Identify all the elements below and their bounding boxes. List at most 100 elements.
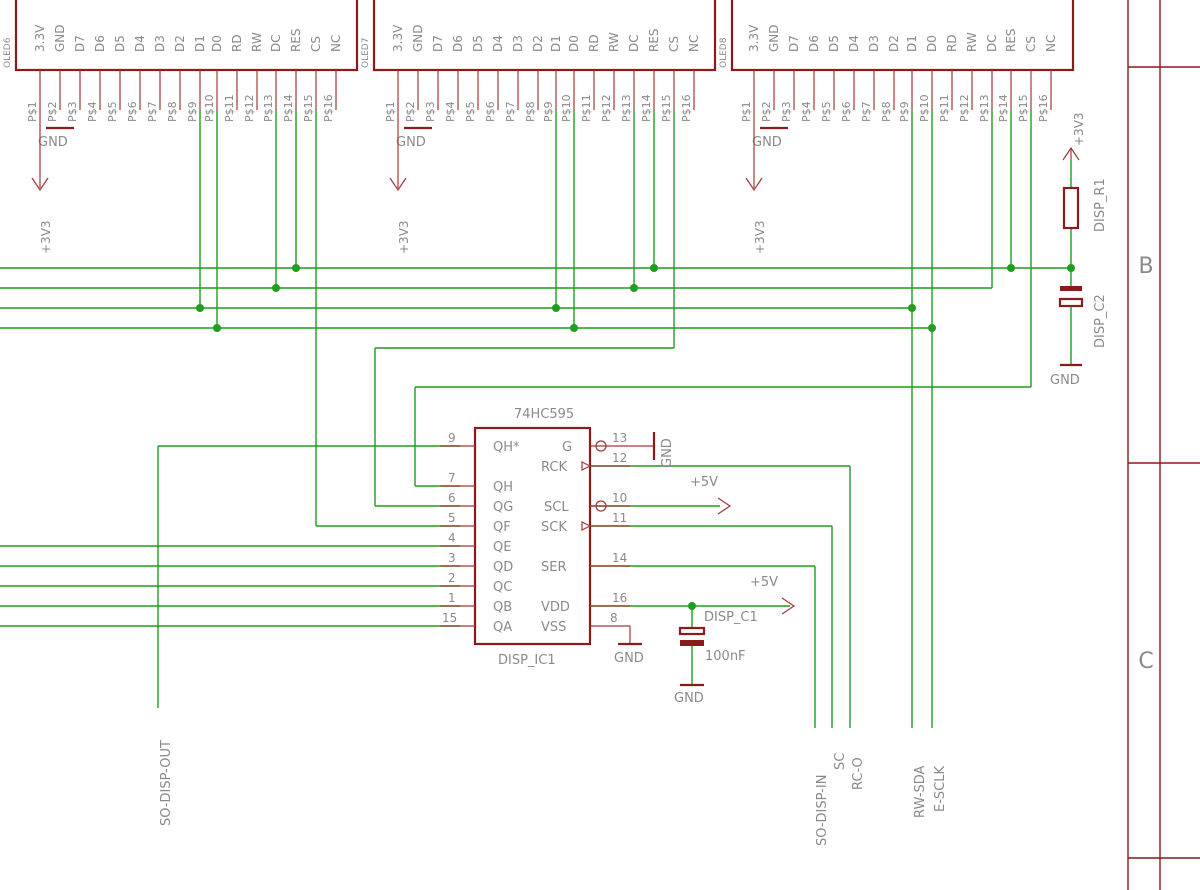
svg-text:P$7: P$7 bbox=[146, 101, 159, 122]
svg-text:+3V3: +3V3 bbox=[1072, 112, 1086, 146]
svg-text:P$13: P$13 bbox=[978, 94, 991, 122]
svg-text:GND: GND bbox=[396, 135, 426, 150]
svg-text:QE: QE bbox=[493, 540, 511, 555]
svg-text:RW: RW bbox=[965, 32, 979, 52]
oled-module-oled7: OLED7 3.3V GND D7 D6 D5 D4 D3 D2 D1 D0 R… bbox=[361, 0, 717, 254]
supply-5v-arrow-scl: +5V bbox=[690, 475, 732, 515]
svg-text:QD: QD bbox=[493, 560, 513, 575]
svg-text:P$9: P$9 bbox=[898, 101, 911, 122]
svg-text:P$6: P$6 bbox=[484, 101, 497, 122]
svg-text:QF: QF bbox=[493, 520, 511, 535]
svg-text:QG: QG bbox=[493, 500, 513, 515]
svg-text:D6: D6 bbox=[807, 35, 821, 52]
svg-text:D3: D3 bbox=[511, 35, 525, 52]
ic-left-pin-labels: QH* QH QG QF QE QD QC QB QA bbox=[493, 440, 520, 635]
svg-text:D5: D5 bbox=[827, 35, 841, 52]
svg-text:4: 4 bbox=[448, 531, 456, 545]
oled-pin-number-labels: P$1 P$2 P$3 P$4 P$5 P$6 P$7 P$8 P$9 P$10… bbox=[384, 94, 693, 122]
svg-text:12: 12 bbox=[612, 451, 627, 465]
supply-5v-arrow-vdd: +5V bbox=[750, 575, 796, 615]
svg-text:14: 14 bbox=[612, 551, 627, 565]
ic-name-label: DISP_IC1 bbox=[498, 653, 556, 668]
svg-text:P$11: P$11 bbox=[223, 94, 236, 122]
svg-text:QB: QB bbox=[493, 600, 512, 615]
svg-text:D1: D1 bbox=[193, 35, 207, 52]
svg-text:D0: D0 bbox=[210, 35, 224, 52]
svg-text:2: 2 bbox=[448, 571, 456, 585]
svg-text:P$13: P$13 bbox=[262, 94, 275, 122]
ground-symbol-c1: GND bbox=[674, 683, 704, 706]
svg-text:P$5: P$5 bbox=[820, 101, 833, 122]
svg-text:D0: D0 bbox=[567, 35, 581, 52]
supply-arrow: +3V3 bbox=[745, 110, 767, 254]
svg-text:P$15: P$15 bbox=[660, 94, 673, 122]
svg-text:P$16: P$16 bbox=[1037, 94, 1050, 122]
ground-symbol: GND bbox=[38, 126, 74, 150]
oled-pin-function-labels: 3.3V GND D7 D6 D5 D4 D3 D2 D1 D0 RD RW D… bbox=[747, 24, 1058, 52]
svg-text:P$15: P$15 bbox=[1017, 94, 1030, 122]
ic-right-pin-labels: G RCK SCL SCK SER VDD VSS bbox=[541, 440, 572, 635]
svg-text:GND: GND bbox=[752, 135, 782, 150]
svg-text:VDD: VDD bbox=[541, 600, 570, 615]
oled-pin-number-labels: P$1 P$2 P$3 P$4 P$5 P$6 P$7 P$8 P$9 P$10… bbox=[740, 94, 1050, 122]
svg-text:GND: GND bbox=[767, 24, 781, 52]
drawing-frame: B C bbox=[1127, 0, 1200, 890]
svg-text:GND: GND bbox=[53, 24, 67, 52]
svg-text:CS: CS bbox=[309, 36, 323, 52]
shift-register-ic: 74HC595 DISP_IC1 9 7 6 5 4 3 2 1 15 QH* … bbox=[440, 407, 675, 668]
svg-text:G: G bbox=[562, 440, 572, 455]
svg-text:RD: RD bbox=[587, 34, 601, 52]
svg-text:3.3V: 3.3V bbox=[33, 24, 47, 52]
svg-text:P$7: P$7 bbox=[860, 101, 873, 122]
svg-text:P$15: P$15 bbox=[302, 94, 315, 122]
svg-text:GND: GND bbox=[674, 691, 704, 706]
ic-left-pin-numbers: 9 7 6 5 4 3 2 1 15 bbox=[442, 431, 457, 625]
svg-text:P$1: P$1 bbox=[740, 101, 753, 122]
svg-text:10: 10 bbox=[612, 491, 627, 505]
svg-text:3: 3 bbox=[448, 551, 456, 565]
oled-pin-function-labels: 3.3V GND D7 D6 D5 D4 D3 D2 D1 D0 RD RW D… bbox=[33, 24, 343, 52]
frame-row-label-b: B bbox=[1138, 254, 1153, 279]
svg-text:P$4: P$4 bbox=[86, 101, 99, 122]
svg-text:P$3: P$3 bbox=[66, 101, 79, 122]
svg-text:RW: RW bbox=[250, 32, 264, 52]
svg-text:P$16: P$16 bbox=[680, 94, 693, 122]
svg-text:D4: D4 bbox=[491, 35, 505, 52]
svg-text:P$4: P$4 bbox=[800, 101, 813, 122]
oled-pins bbox=[753, 70, 1052, 110]
svg-text:SCK: SCK bbox=[541, 520, 567, 535]
svg-text:P$12: P$12 bbox=[243, 94, 256, 122]
svg-text:P$5: P$5 bbox=[464, 101, 477, 122]
svg-text:QH*: QH* bbox=[493, 440, 520, 455]
svg-text:D2: D2 bbox=[887, 35, 901, 52]
svg-text:D5: D5 bbox=[113, 35, 127, 52]
svg-text:P$8: P$8 bbox=[166, 101, 179, 122]
svg-text:D7: D7 bbox=[431, 35, 445, 52]
svg-text:P$11: P$11 bbox=[580, 94, 593, 122]
svg-text:7: 7 bbox=[448, 471, 456, 485]
svg-text:D4: D4 bbox=[133, 35, 147, 52]
svg-text:+5V: +5V bbox=[750, 575, 778, 590]
svg-text:RD: RD bbox=[230, 34, 244, 52]
svg-text:9: 9 bbox=[448, 431, 456, 445]
svg-text:DC: DC bbox=[269, 34, 283, 52]
ic-right-pins bbox=[581, 432, 656, 646]
ic-vss-ground-label: GND bbox=[614, 651, 644, 666]
svg-text:13: 13 bbox=[612, 431, 627, 445]
svg-text:P$2: P$2 bbox=[404, 101, 417, 122]
svg-text:NC: NC bbox=[1044, 35, 1058, 52]
svg-text:D7: D7 bbox=[787, 35, 801, 52]
svg-text:D2: D2 bbox=[531, 35, 545, 52]
svg-text:6: 6 bbox=[448, 491, 456, 505]
svg-text:P$3: P$3 bbox=[780, 101, 793, 122]
svg-text:P$12: P$12 bbox=[600, 94, 613, 122]
svg-text:P$10: P$10 bbox=[560, 94, 573, 122]
svg-text:P$9: P$9 bbox=[542, 101, 555, 122]
svg-text:16: 16 bbox=[612, 591, 627, 605]
net-label-sc: SC bbox=[833, 753, 848, 770]
svg-text:+3V3: +3V3 bbox=[753, 220, 767, 254]
svg-text:QA: QA bbox=[493, 620, 512, 635]
svg-text:P$1: P$1 bbox=[384, 101, 397, 122]
svg-text:P$8: P$8 bbox=[880, 101, 893, 122]
oled-name-label: OLED6 bbox=[3, 37, 13, 68]
